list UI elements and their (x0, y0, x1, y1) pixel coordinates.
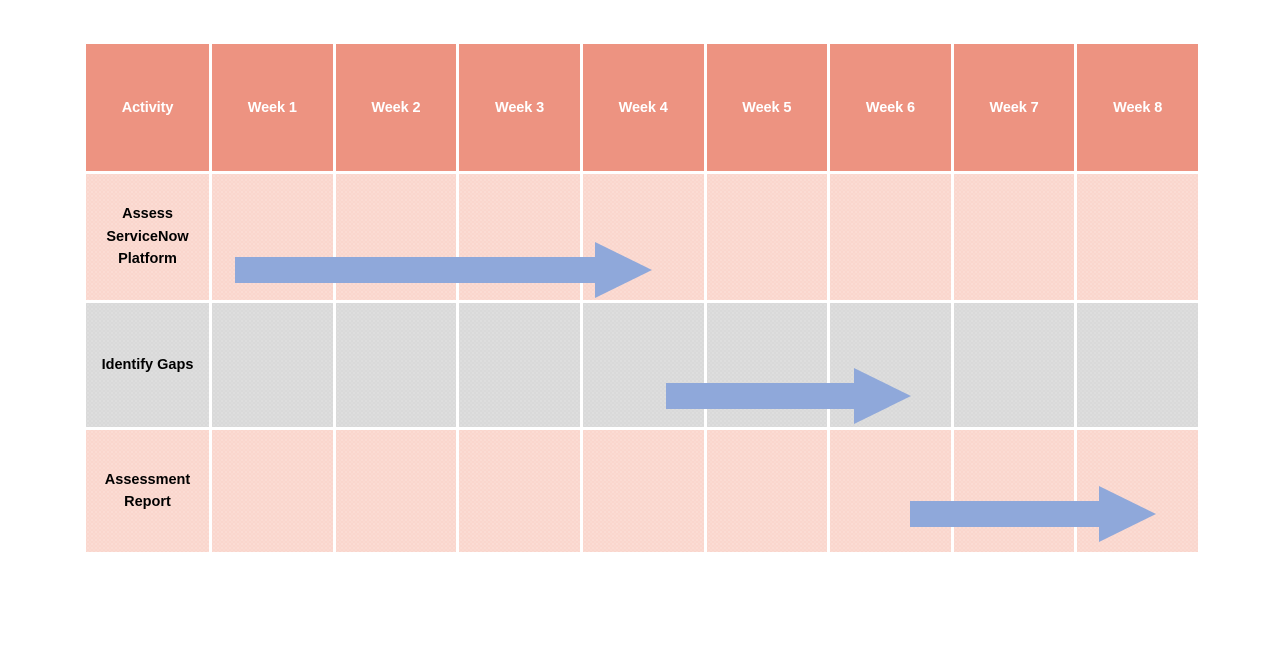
cell-r0-w1 (212, 174, 333, 300)
cell-r0-w8 (1077, 174, 1198, 300)
activity-label-0: Assess ServiceNow Platform (106, 206, 189, 268)
cell-r2-w6 (830, 430, 951, 552)
cell-r1-w8 (1077, 303, 1198, 427)
cell-r1-w2 (335, 303, 457, 427)
gantt-body: Assess ServiceNow Platform Identify Gaps (86, 174, 1198, 552)
header-label-week-5: Week 5 (742, 99, 792, 116)
header-label-week-8: Week 8 (1113, 99, 1163, 116)
header-label-week-4: Week 4 (618, 99, 668, 116)
cell-r1-w3 (459, 303, 580, 427)
header-cell-week-8: Week 8 (1077, 44, 1198, 171)
cell-r0-w7 (953, 174, 1075, 300)
activity-label-2: Assessment Report (104, 471, 191, 511)
header-cell-week-2: Week 2 (335, 44, 457, 171)
gantt-header-row: Activity Week 1 Week 2 Week 3 Week 4 Wee… (86, 44, 1198, 171)
header-label-week-1: Week 1 (247, 99, 297, 116)
gantt-chart: Activity Week 1 Week 2 Week 3 Week 4 Wee… (86, 44, 1198, 552)
header-cell-week-1: Week 1 (212, 44, 333, 171)
cell-r2-w5 (706, 430, 828, 552)
cell-r0-w4 (582, 174, 704, 300)
header-cell-week-6: Week 6 (830, 44, 951, 171)
cell-r2-w4 (582, 430, 704, 552)
activity-label-1: Identify Gaps (101, 356, 194, 373)
cell-r2-w1 (212, 430, 333, 552)
header-label-activity: Activity (121, 99, 174, 116)
cell-r0-w3 (459, 174, 580, 300)
cell-r1-w6 (830, 303, 951, 427)
header-label-week-2: Week 2 (371, 99, 421, 116)
cell-r2-w2 (335, 430, 457, 552)
header-cell-week-3: Week 3 (459, 44, 580, 171)
header-cell-week-5: Week 5 (706, 44, 828, 171)
cell-r0-w5 (706, 174, 828, 300)
cell-r0-w6 (830, 174, 951, 300)
table-row: Assess ServiceNow Platform (86, 174, 1198, 300)
cell-r1-w1 (212, 303, 333, 427)
cell-r2-w3 (459, 430, 580, 552)
row-label-cell-2: Assessment Report (86, 430, 209, 552)
cell-r2-w8 (1077, 430, 1198, 552)
cell-r0-w2 (335, 174, 457, 300)
header-label-week-6: Week 6 (865, 99, 915, 116)
row-label-cell-0: Assess ServiceNow Platform (86, 174, 209, 300)
header-label-week-7: Week 7 (989, 99, 1039, 116)
header-cell-activity: Activity (86, 44, 209, 171)
cell-r1-w4 (582, 303, 704, 427)
table-row: Identify Gaps (86, 303, 1198, 427)
header-label-week-3: Week 3 (495, 99, 545, 116)
row-label-cell-1: Identify Gaps (86, 303, 209, 427)
cell-r2-w7 (953, 430, 1075, 552)
cell-r1-w7 (953, 303, 1075, 427)
header-cell-week-7: Week 7 (953, 44, 1075, 171)
cell-r1-w5 (706, 303, 828, 427)
header-cell-week-4: Week 4 (582, 44, 704, 171)
table-row: Assessment Report (86, 430, 1198, 552)
